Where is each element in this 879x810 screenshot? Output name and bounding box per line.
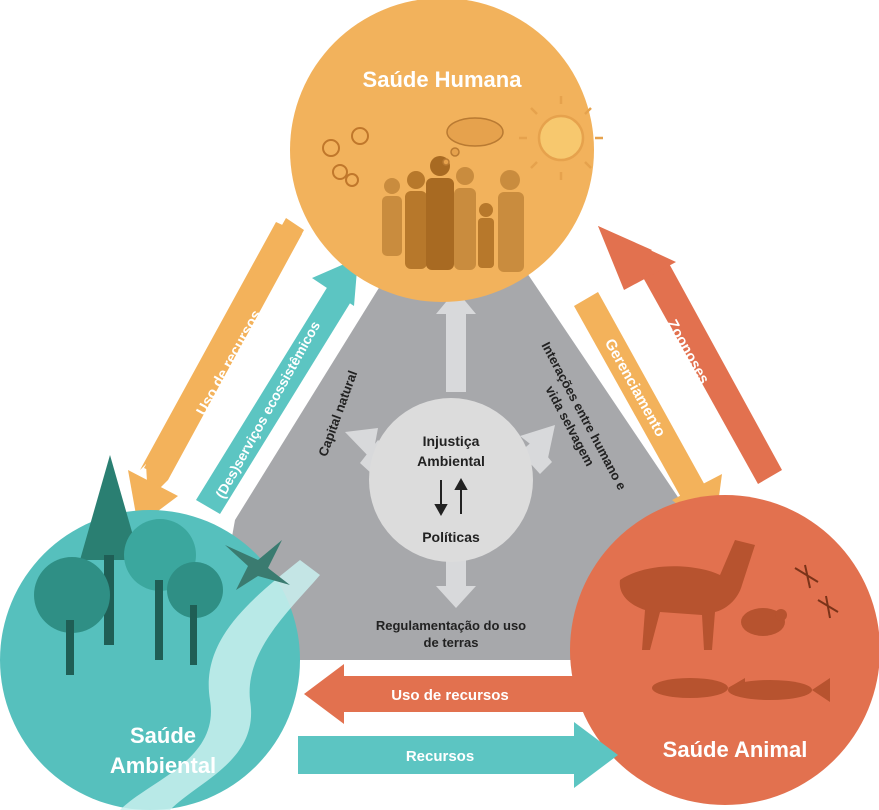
people-illustration [382,156,524,272]
label-regulamentacao-line1: Regulamentação do uso [376,618,526,633]
center-label-politicas: Políticas [422,529,480,545]
human-health-title: Saúde Humana [363,67,523,92]
center-circle [369,398,533,562]
bird-icon [225,540,290,590]
animal-health-title: Saúde Animal [663,737,808,762]
arrow-zoonoses [598,226,782,484]
environment-health-title-line1: Saúde [130,723,196,748]
center-label-ambiental: Ambiental [417,453,485,469]
river [120,560,320,810]
mosquito-icons [794,564,839,619]
label-uso-recursos-bottom: Uso de recursos [391,687,509,704]
arrow-uso-recursos-bottom [304,664,590,724]
cloud-icon [442,117,504,166]
arrow-desservicos [196,258,358,514]
bidirectional-arrow-icon [434,477,468,517]
environment-health-title-line2: Ambiental [110,753,216,778]
germ-icons [322,127,369,187]
animal-illustrations [619,540,830,702]
center-label-injustica: Injustiça [423,433,480,449]
arrow-recursos [298,722,618,788]
tree-illustrations [34,455,223,675]
label-recursos: Recursos [406,748,474,765]
label-regulamentacao-line2: de terras [424,635,479,650]
sun-icon [519,96,603,180]
